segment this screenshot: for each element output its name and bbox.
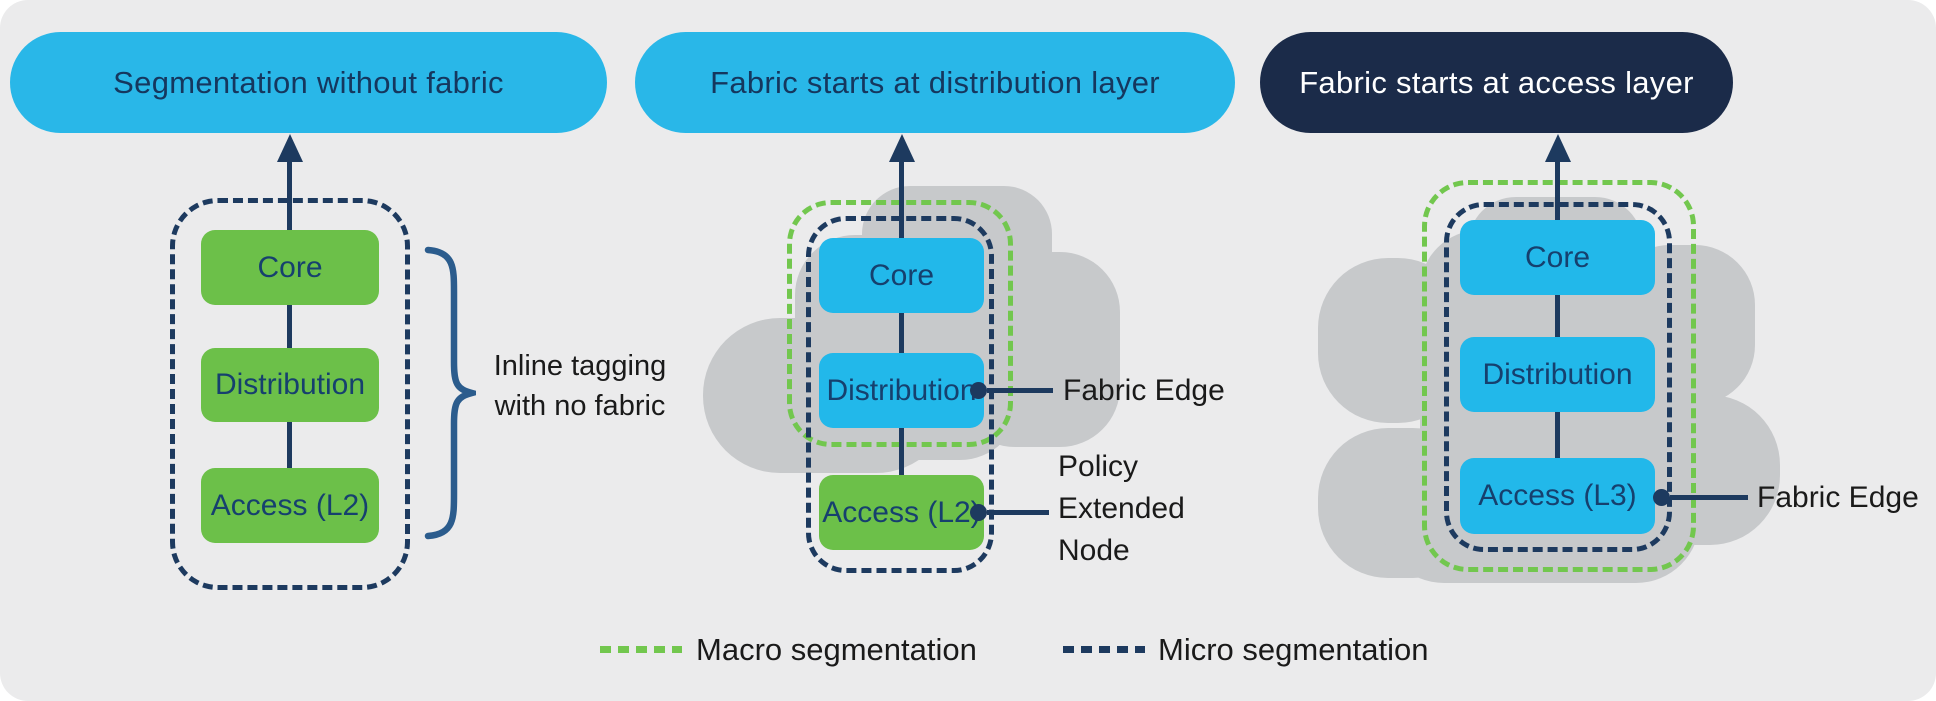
layer-box-access-l2: Access (L2) <box>201 468 379 543</box>
callout-line: Extended <box>1058 492 1185 525</box>
connector-line <box>987 388 1053 393</box>
layer-box-distribution: Distribution <box>1460 337 1655 412</box>
layer-label: Distribution <box>214 368 366 401</box>
layer-label: Distribution <box>1482 357 1633 391</box>
layer-label: Core <box>257 250 323 284</box>
annotation-inline-tagging: Inline tagging with no fabric <box>452 346 708 426</box>
connector-line <box>987 510 1049 515</box>
layer-label: Access (L2) <box>822 495 981 529</box>
callout-policy-extended-node: Policy Extended Node <box>1058 446 1185 572</box>
layer-label: Core <box>1524 240 1591 274</box>
legend-text: Micro segmentation <box>1158 632 1429 667</box>
curly-brace-icon <box>424 246 476 540</box>
layer-box-core: Core <box>1460 220 1655 295</box>
up-arrow-icon <box>277 134 303 162</box>
callout-fabric-edge: Fabric Edge <box>1757 477 1919 519</box>
layer-label: Access (L2) <box>210 488 370 522</box>
header-pill-fabric-access: Fabric starts at access layer <box>1260 32 1733 133</box>
connector-line <box>1670 495 1748 500</box>
callout-line: Fabric Edge <box>1063 374 1225 407</box>
up-arrow-icon <box>1555 158 1560 498</box>
layer-label: Distribution <box>826 373 977 407</box>
macro-segmentation-dash-icon <box>600 646 682 653</box>
header-pill-segmentation-without-fabric: Segmentation without fabric <box>10 32 607 133</box>
layer-box-access-l3: Access (L3) <box>1460 458 1655 534</box>
legend-text: Macro segmentation <box>696 632 977 667</box>
layer-box-access-l2: Access (L2) <box>819 475 984 550</box>
annotation-line: Inline tagging <box>493 350 667 382</box>
up-arrow-icon <box>287 158 292 506</box>
layer-label: Access (L3) <box>1478 479 1637 512</box>
connector-dot <box>970 504 987 521</box>
annotation-line: with no fabric <box>494 390 666 422</box>
up-arrow-icon <box>899 158 904 510</box>
header-label: Fabric starts at access layer <box>1299 64 1694 100</box>
legend-label-macro: Macro segmentation <box>696 632 977 668</box>
header-label: Fabric starts at distribution layer <box>710 64 1160 100</box>
legend-label-micro: Micro segmentation <box>1158 632 1429 668</box>
up-arrow-icon <box>889 134 915 162</box>
header-pill-fabric-distribution: Fabric starts at distribution layer <box>635 32 1235 133</box>
callout-fabric-edge: Fabric Edge <box>1063 370 1225 412</box>
layer-box-core: Core <box>819 238 984 313</box>
callout-line: Policy <box>1058 450 1139 483</box>
callout-line: Node <box>1058 534 1130 567</box>
layer-box-distribution: Distribution <box>819 353 984 428</box>
micro-segmentation-dash-icon <box>1063 646 1145 653</box>
callout-line: Fabric Edge <box>1757 481 1919 514</box>
header-label: Segmentation without fabric <box>113 64 504 100</box>
layer-box-distribution: Distribution <box>201 348 379 422</box>
connector-dot <box>1653 489 1670 506</box>
up-arrow-icon <box>1545 134 1571 162</box>
layer-label: Core <box>868 258 935 292</box>
layer-box-core: Core <box>201 230 379 305</box>
connector-dot <box>970 382 987 399</box>
